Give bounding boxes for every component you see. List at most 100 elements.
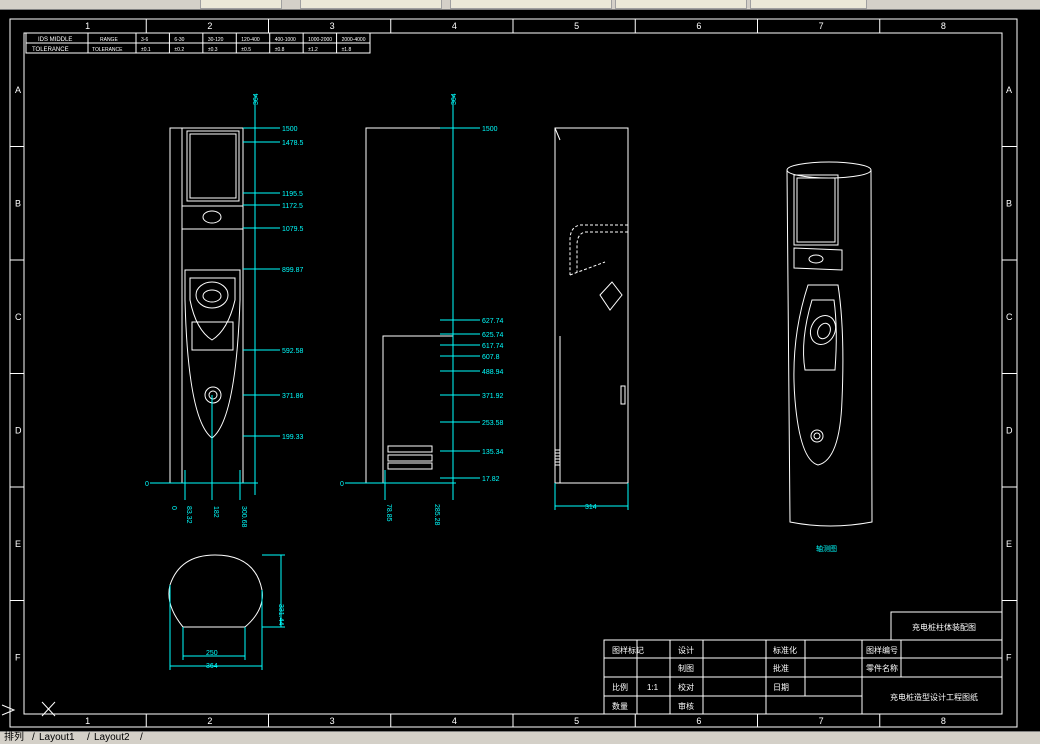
tolerance-value: ±1.2: [308, 47, 318, 53]
tolerance-value: ±0.8: [275, 47, 285, 53]
tb-cell: 数量: [612, 701, 628, 711]
side-top-dim: 364: [451, 93, 458, 105]
zone-row-label: A: [15, 85, 21, 95]
tolerance-range: 1000-2000: [308, 37, 332, 43]
side-dim-label: 627.74: [482, 318, 504, 325]
zone-col-label: 4: [452, 716, 457, 726]
tolerance-range: 6-30: [174, 37, 184, 43]
zone-row-label: F: [1006, 652, 1012, 662]
ucs-icon: [1, 701, 56, 717]
tolerance-label: TOLERANCE: [92, 47, 123, 53]
zone-col-label: 5: [574, 21, 579, 31]
tolerance-row1-label: IDS MIDDLE: [38, 37, 72, 43]
side-dim-label: 625.74: [482, 332, 504, 339]
zone-col-label: 5: [574, 716, 579, 726]
zone-col-label: 6: [696, 21, 701, 31]
zone-col-label: 3: [330, 716, 335, 726]
side-dim-label: 1500: [482, 126, 498, 133]
front-dim-label: 371.86: [282, 393, 304, 400]
side-dim-label: 135.34: [482, 449, 504, 456]
top-view-dimensions: [169, 554, 285, 670]
toolbar-segment[interactable]: [750, 0, 867, 9]
zone-col-label: 8: [941, 716, 946, 726]
zone-row-label: A: [1006, 85, 1012, 95]
toolbar-segment[interactable]: [200, 0, 282, 9]
tb-cell: 图样标记: [612, 645, 644, 655]
tolerance-range: 2000-4000: [342, 37, 366, 43]
front-dim-label: 1172.5: [282, 203, 303, 210]
tb-cell: 制图: [678, 663, 694, 673]
zone-col-label: 1: [85, 716, 90, 726]
tb-cell: 1:1: [647, 683, 659, 692]
zone-row-label: F: [15, 652, 21, 662]
toolbar-segment[interactable]: [300, 0, 442, 9]
tb-cell: 比例: [612, 682, 628, 692]
top-inner-dim: 250: [206, 650, 218, 657]
zone-row-label: C: [15, 312, 22, 322]
zone-row-label: D: [15, 425, 22, 435]
front-zero-label: 0: [145, 481, 149, 488]
tb-cell: 设计: [678, 645, 694, 655]
side-dim-label: 488.94: [482, 369, 504, 376]
tolerance-value: ±0.1: [141, 47, 151, 53]
side-dim-label: 253.58: [482, 420, 504, 427]
company-name: 充电桩造型设计工程图纸: [890, 692, 978, 702]
zone-row-label: B: [15, 198, 21, 208]
top-outer-dim: 364: [206, 663, 218, 670]
tolerance-value: ±0.3: [208, 47, 218, 53]
window-toolbar-strip: [0, 0, 1040, 10]
side-dim-label: 17.82: [482, 476, 500, 483]
tolerance-value: ±1.8: [342, 47, 352, 53]
zone-row-label: C: [1006, 312, 1013, 322]
zone-row-label: B: [1006, 198, 1012, 208]
tb-cell: 审核: [678, 701, 694, 711]
tb-cell: 批准: [773, 663, 789, 673]
front-bottom-dim: 300.68: [240, 506, 247, 528]
zone-col-label: 7: [819, 716, 824, 726]
side-view: [365, 127, 454, 484]
tolerance-range: 120-400: [241, 37, 260, 43]
right-view: [554, 127, 629, 484]
zone-col-label: 2: [207, 21, 212, 31]
side-dim-label: 371.92: [482, 393, 504, 400]
front-dim-label: 1195.5: [282, 191, 303, 198]
front-dim-label: 1500: [282, 126, 298, 133]
side-bottom-dim: 285.28: [433, 504, 440, 526]
toolbar-segment[interactable]: [615, 0, 747, 9]
toolbar-segment[interactable]: [450, 0, 612, 9]
front-top-dim: 364: [253, 93, 260, 105]
tolerance-range: 3-6: [141, 37, 148, 43]
title-block: [603, 611, 1003, 715]
range-label: RANGE: [100, 37, 118, 43]
side-dim-label: 607.8: [482, 354, 500, 361]
front-dim-label: 199.33: [282, 434, 304, 441]
front-bottom-dim: 0: [170, 506, 177, 510]
tb-cell: 标准化: [773, 645, 797, 655]
tolerance-range: 400-1000: [275, 37, 296, 43]
tolerance-table: IDS MIDDLE TOLERANCE RANGE TOLERANCE 3-6…: [25, 32, 371, 54]
zone-col-label: 4: [452, 21, 457, 31]
side-dim-label: 617.74: [482, 343, 504, 350]
tab-layout1[interactable]: Layout1: [39, 732, 75, 743]
tolerance-value: ±0.5: [241, 47, 251, 53]
drawing-title: 充电桩柱体装配图: [912, 622, 976, 632]
tab-layout2[interactable]: Layout2: [94, 732, 130, 743]
tab-separator: /: [140, 732, 143, 743]
zone-row-label: D: [1006, 425, 1013, 435]
front-bottom-dim: 83.32: [185, 506, 192, 524]
side-view-dimensions: [345, 95, 480, 500]
zone-col-label: 7: [819, 21, 824, 31]
tb-cell: 日期: [773, 683, 789, 692]
zone-row-label: E: [15, 539, 21, 549]
front-dim-label: 1478.5: [282, 140, 304, 147]
front-bottom-dim: 182: [212, 506, 219, 518]
iso-caption: 轴测图: [816, 544, 837, 553]
zone-col-label: 1: [85, 21, 90, 31]
front-dim-label: 1079.5: [282, 226, 304, 233]
front-dim-label: 899.87: [282, 267, 304, 274]
layout-tabs-bar: 排列 / Layout1 / Layout2 /: [0, 731, 1040, 744]
zone-col-label: 2: [207, 716, 212, 726]
tab-model[interactable]: 排列: [4, 732, 24, 743]
